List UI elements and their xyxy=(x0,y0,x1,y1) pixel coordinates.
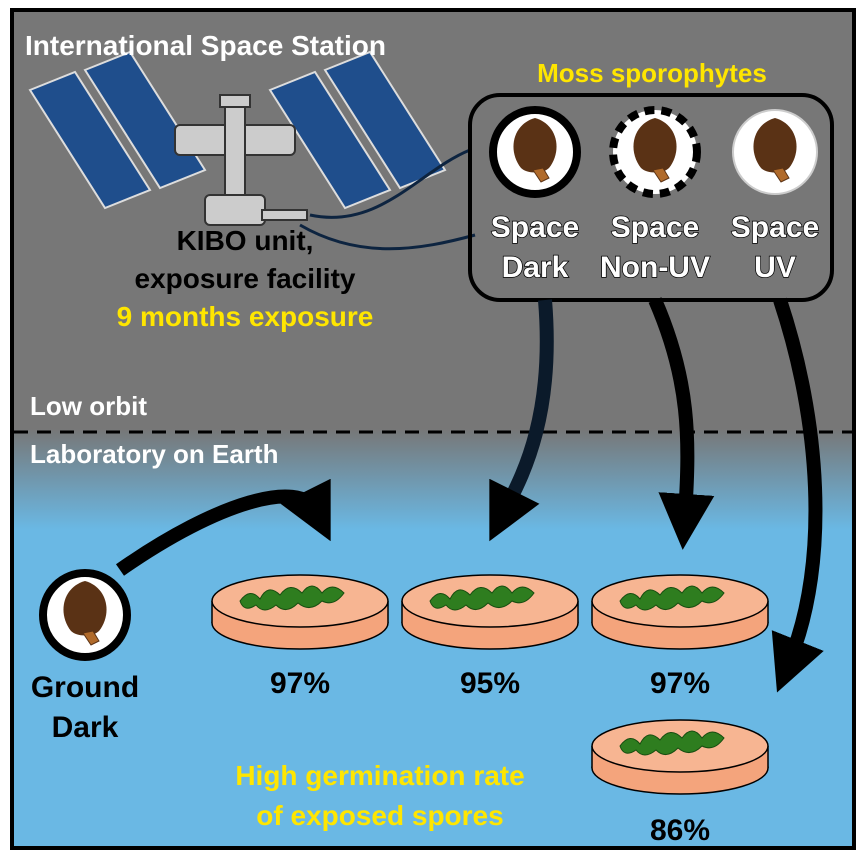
sample-label-line2: UV xyxy=(754,251,796,284)
lab-label: Laboratory on Earth xyxy=(30,439,278,469)
rate-space-uv: 86% xyxy=(650,814,710,847)
sample-label-line2: Dark xyxy=(502,251,569,284)
petri-dish-space-uv xyxy=(591,719,769,795)
arrows xyxy=(115,297,824,693)
sample-label-line1: Space xyxy=(491,211,579,244)
sample-space-non-uv: Space Non-UV xyxy=(599,106,711,285)
petri-dish-space-non-uv xyxy=(591,574,769,650)
arrow-space-non-uv xyxy=(648,297,715,550)
sample-label-line2: Non-UV xyxy=(600,251,710,284)
sample-label-line1: Space xyxy=(731,211,819,244)
ground-label-line1: Ground xyxy=(31,671,139,704)
petri-dish-space-dark xyxy=(401,574,579,650)
rate-space-non-uv: 97% xyxy=(650,667,710,700)
exposure-duration: 9 months exposure xyxy=(117,301,374,332)
iss-illustration xyxy=(28,50,476,251)
arrow-ground-dark xyxy=(115,478,331,576)
sample-ground-dark: Ground Dark xyxy=(31,569,139,744)
conclusion-line1: High germination rate xyxy=(235,760,524,791)
kibo-label: KIBO unit, xyxy=(177,225,314,256)
sample-space-dark: Space Dark xyxy=(489,106,581,285)
rate-space-dark: 95% xyxy=(460,667,520,700)
samples-box xyxy=(468,93,834,302)
rate-ground-dark: 97% xyxy=(270,667,330,700)
sample-space-uv: Space UV xyxy=(730,109,820,285)
kibo-facility-label: exposure facility xyxy=(135,263,356,294)
ground-label-line2: Dark xyxy=(52,711,119,744)
conclusion-line2: of exposed spores xyxy=(256,800,503,831)
petri-dish-ground-dark xyxy=(211,574,389,650)
iss-title: International Space Station xyxy=(25,30,386,61)
arrow-space-dark xyxy=(489,299,554,542)
arrow-space-uv xyxy=(771,297,824,693)
low-orbit-label: Low orbit xyxy=(30,391,147,421)
sample-label-line1: Space xyxy=(611,211,699,244)
moss-title: Moss sporophytes xyxy=(537,58,767,88)
